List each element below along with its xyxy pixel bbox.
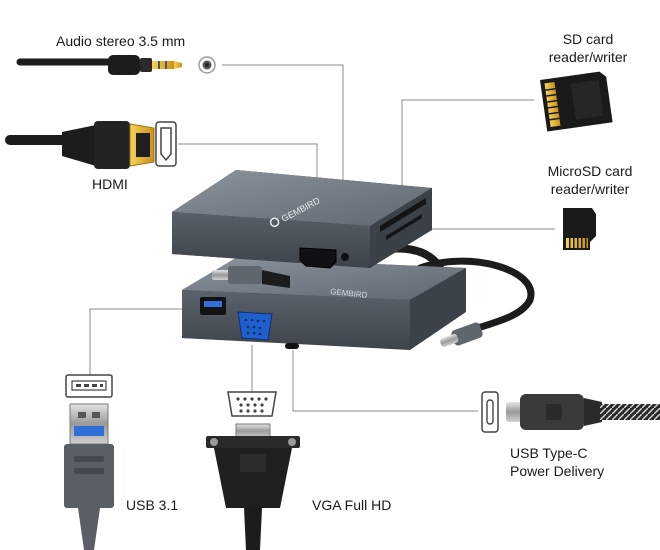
microsd-label-line2: reader/writer [550,181,630,197]
usb-a-plug-icon [64,403,114,550]
usbc-label-line2: Power Delivery [510,463,605,479]
audio-jack-icon [198,56,216,74]
sd-card-icon [540,71,613,132]
microsd-card-icon [563,208,596,250]
sd-label: SD card reader/writer [527,30,649,66]
usb-a-port-icon [200,297,226,315]
vga-label: VGA Full HD [312,497,392,513]
usbc-label: USB Type-C Power Delivery [510,444,604,480]
usb-c-port-icon [481,391,499,433]
vga-plug-icon [206,391,300,550]
svg-text:GEMBIRD: GEMBIRD [330,287,368,300]
usb-c-plug-icon [506,394,660,430]
sd-label-line2: reader/writer [548,49,628,65]
sd-label-line1: SD card [562,31,614,47]
microsd-label: MicroSD card reader/writer [524,162,656,198]
usbc-label-line1: USB Type-C [510,445,588,461]
usb-label: USB 3.1 [126,497,179,513]
vga-port-icon [237,311,273,341]
audio-label: Audio stereo 3.5 mm [56,33,186,49]
hdmi-label: HDMI [92,176,128,192]
hub-device-icon: GEMBIRD GEMBIRD [172,170,535,350]
usb-a-port-icon [65,374,113,398]
hdmi-port-icon [155,121,177,167]
hdmi-plug-icon [5,121,155,169]
usb-c-plug-icon [440,322,483,347]
microsd-label-line1: MicroSD card [547,163,633,179]
audio-plug-icon [16,55,182,75]
